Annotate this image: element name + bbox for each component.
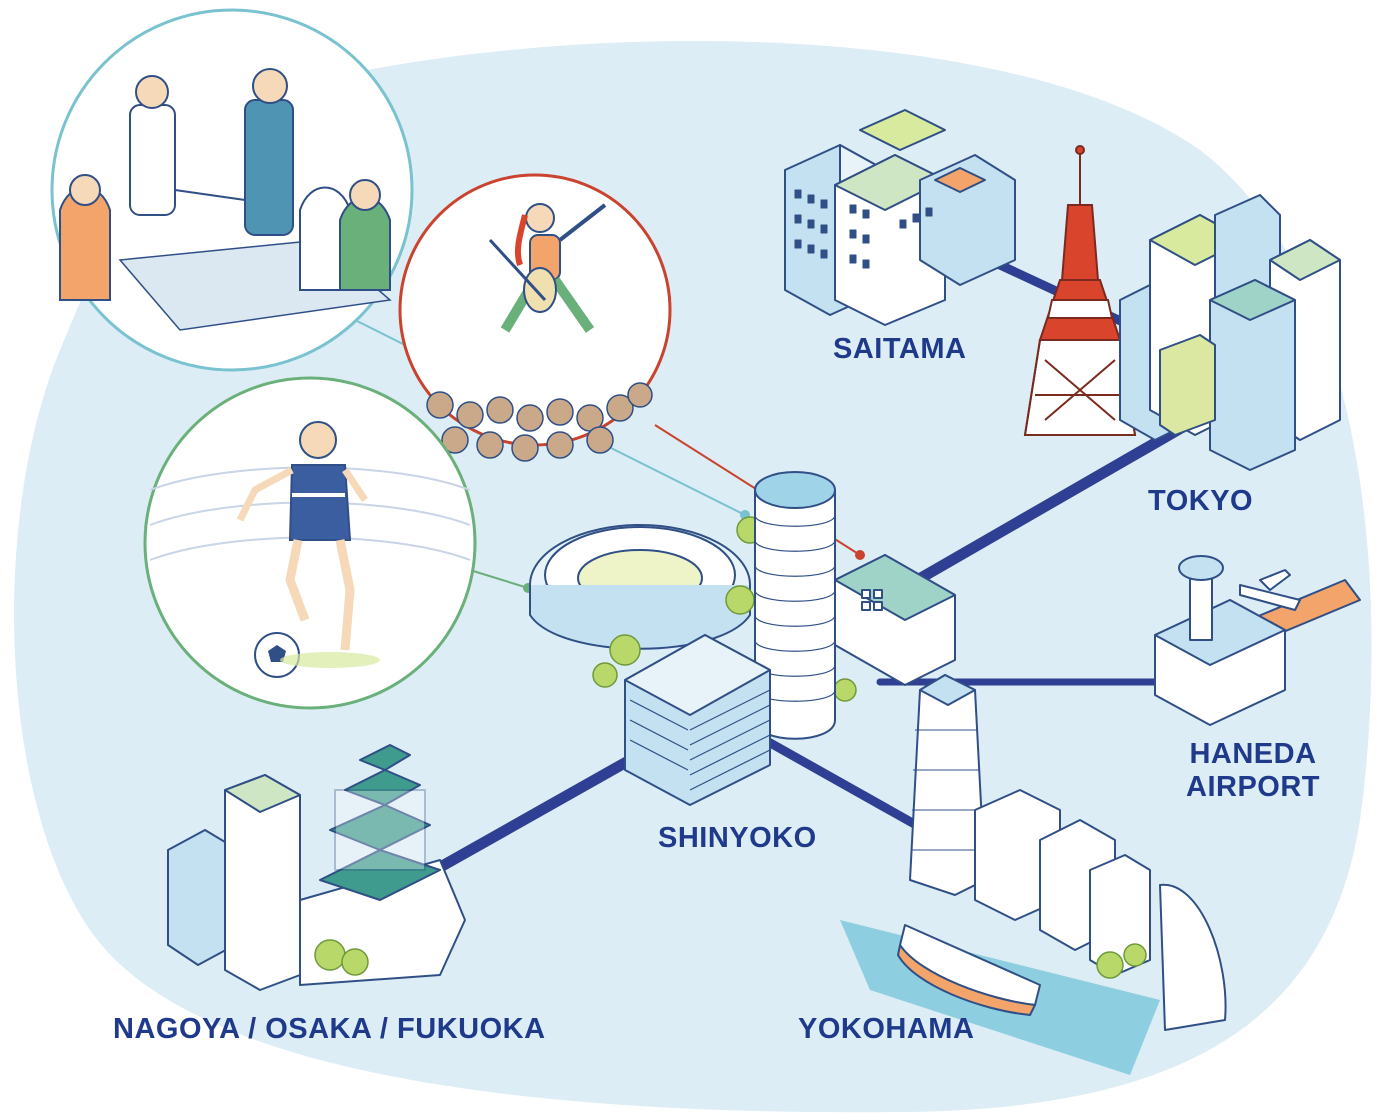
label-haneda-airport: HANEDA AIRPORT	[1186, 738, 1320, 805]
soccer-ball-icon	[254, 632, 300, 678]
route-shinyoko-nagoya	[429, 754, 636, 876]
label-tokyo: TOKYO	[1148, 485, 1254, 517]
route-shinyoko-yokohama	[760, 735, 930, 835]
guitarist-icon	[488, 203, 607, 333]
tokyo-tower	[1023, 145, 1137, 436]
nagoya-cluster	[167, 744, 466, 991]
tower-tip	[1075, 145, 1085, 155]
shinyoko-hub	[529, 471, 956, 806]
soccer-player	[236, 421, 368, 651]
saitama-buildings	[784, 109, 1016, 326]
crowd	[426, 382, 653, 462]
haneda-airport	[1154, 555, 1361, 726]
handshake-icon	[129, 68, 294, 236]
vignette-soccer	[143, 376, 477, 710]
vignette-concert	[398, 173, 672, 462]
label-yokohama: YOKOHAMA	[798, 1013, 975, 1045]
label-haneda-line2: AIRPORT	[1186, 771, 1320, 804]
label-saitama: SAITAMA	[833, 333, 967, 365]
label-shinyoko: SHINYOKO	[658, 822, 817, 854]
tokyo-buildings	[1119, 194, 1341, 471]
yokohama-cluster	[897, 674, 1227, 1031]
route-shinyoko-tokyo	[894, 414, 1201, 596]
vignette-business-meeting	[50, 8, 414, 372]
label-haneda-line1: HANEDA	[1189, 738, 1317, 770]
label-nagoya-osaka-fukuoka: NAGOYA / OSAKA / FUKUOKA	[113, 1013, 546, 1045]
